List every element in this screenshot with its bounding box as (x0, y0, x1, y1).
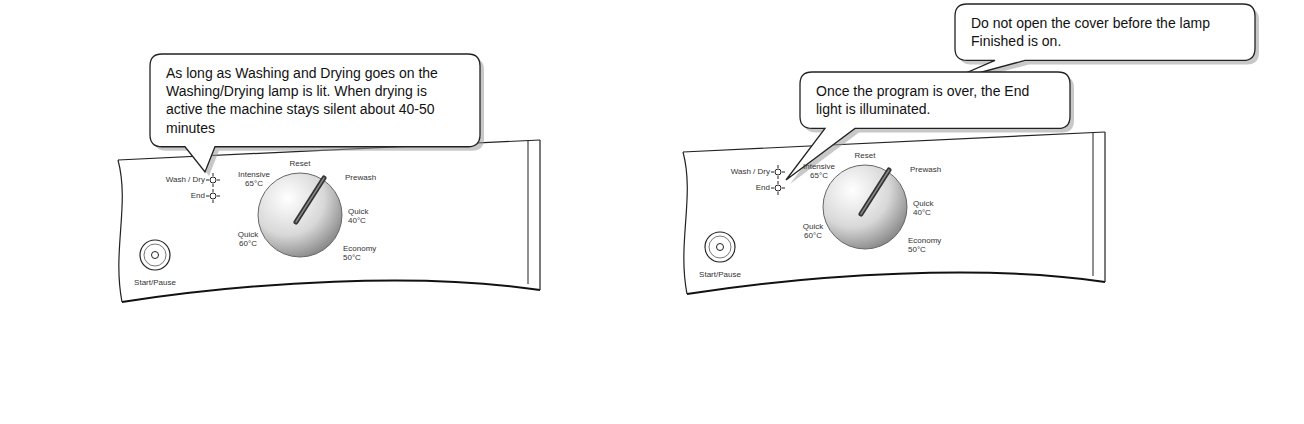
panel-label: Intensive 65°C (801, 163, 837, 181)
panel-label: Quick 40°C (348, 208, 378, 226)
bubble-border (786, 72, 1070, 180)
panel-label: Quick 60°C (798, 223, 828, 241)
panel-label: Wash / Dry (166, 176, 205, 185)
panel-label: Economy 50°C (343, 245, 383, 263)
panel-label: Start/Pause (134, 279, 176, 288)
speech-bubble: Once the program is over, the End light … (800, 72, 1070, 128)
panel-label: Quick 40°C (913, 200, 943, 218)
callout-text: As long as Washing and Drying goes on th… (166, 64, 464, 137)
panel-label: Prewash (910, 166, 941, 175)
panel-label: Reset (855, 152, 876, 161)
bubble-outline (955, 4, 1255, 60)
panel-label: Economy 50°C (908, 237, 948, 255)
callout-text: Once the program is over, the End light … (816, 82, 1054, 118)
bubble-border (945, 4, 1255, 82)
control-panel (683, 132, 1105, 294)
speech-bubble: Do not open the cover before the lamp Fi… (955, 4, 1255, 60)
speech-bubble: As long as Washing and Drying goes on th… (150, 54, 480, 147)
panel-label: Reset (290, 160, 311, 169)
panel-label: Prewash (345, 174, 376, 183)
bubble-outline (800, 72, 1070, 128)
panel-label: Wash / Dry (731, 168, 770, 177)
panel-label: End (191, 192, 205, 201)
callout-text: Do not open the cover before the lamp Fi… (971, 14, 1239, 50)
control-panel (118, 140, 540, 302)
panel-label: End (756, 184, 770, 193)
bubble-border (150, 54, 480, 172)
panel-label: Quick 60°C (233, 231, 263, 249)
panel-label: Start/Pause (699, 271, 741, 280)
panel-label: Intensive 65°C (236, 171, 272, 189)
